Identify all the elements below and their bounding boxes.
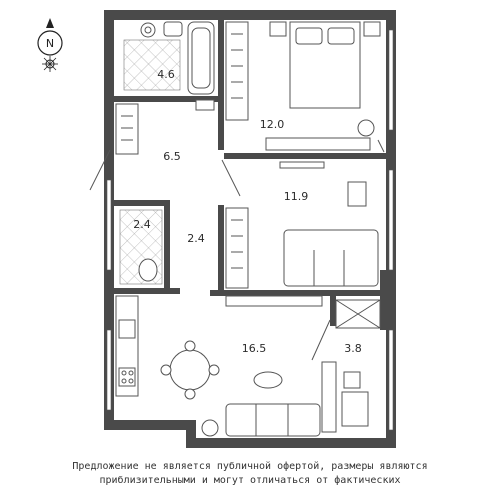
kitchen-living	[115, 295, 331, 437]
balcony-shelf	[321, 361, 337, 433]
disclaimer: Предложение не является публичной оферто…	[0, 460, 500, 488]
room-2	[221, 159, 379, 289]
bedroom	[225, 21, 385, 153]
hall-storage	[89, 103, 139, 191]
wc	[119, 209, 163, 285]
area-hall: 6.5	[163, 150, 181, 163]
area-corridor: 2.4	[187, 232, 205, 245]
sun-icon	[42, 56, 58, 72]
double-bed	[289, 21, 361, 109]
north-arrow-icon	[46, 18, 54, 28]
washer	[140, 22, 156, 38]
sofa	[283, 229, 379, 287]
bedroom-plant	[357, 119, 375, 137]
nightstand-left	[269, 21, 287, 37]
stove	[118, 367, 136, 387]
desk	[279, 161, 325, 169]
sink	[163, 21, 183, 37]
toilet	[138, 258, 158, 282]
area-bedroom: 12.0	[260, 118, 285, 131]
area-bathroom: 4.6	[157, 68, 175, 81]
area-kitchen-living: 16.5	[242, 342, 267, 355]
bathroom	[123, 21, 215, 111]
bedroom-shelf	[265, 137, 371, 151]
kitchen-sink	[118, 319, 136, 339]
coffee-table	[253, 371, 283, 389]
compass-circle	[37, 30, 63, 56]
bathroom-door-threshold	[195, 99, 215, 111]
area-balcony: 3.8	[344, 342, 362, 355]
tv-stand	[225, 295, 323, 307]
living-sofa	[225, 403, 321, 437]
disclaimer-line-1: Предложение не является публичной оферто…	[72, 461, 428, 472]
balcony-table	[341, 391, 369, 427]
nightstand-right	[363, 21, 381, 37]
area-wc: 2.4	[133, 218, 151, 231]
disclaimer-line-2: приблизительными и могут отличаться от ф…	[99, 475, 401, 486]
walls	[104, 10, 396, 448]
bathtub	[187, 21, 215, 95]
dining-table	[169, 349, 211, 391]
living-plant	[201, 419, 219, 437]
compass: N	[37, 18, 63, 72]
area-room: 11.9	[284, 190, 309, 203]
balcony	[321, 299, 381, 433]
compass-letter: N	[46, 37, 54, 50]
balcony-chair	[343, 371, 361, 389]
chair	[347, 181, 367, 207]
bedroom-wardrobe	[225, 21, 249, 121]
